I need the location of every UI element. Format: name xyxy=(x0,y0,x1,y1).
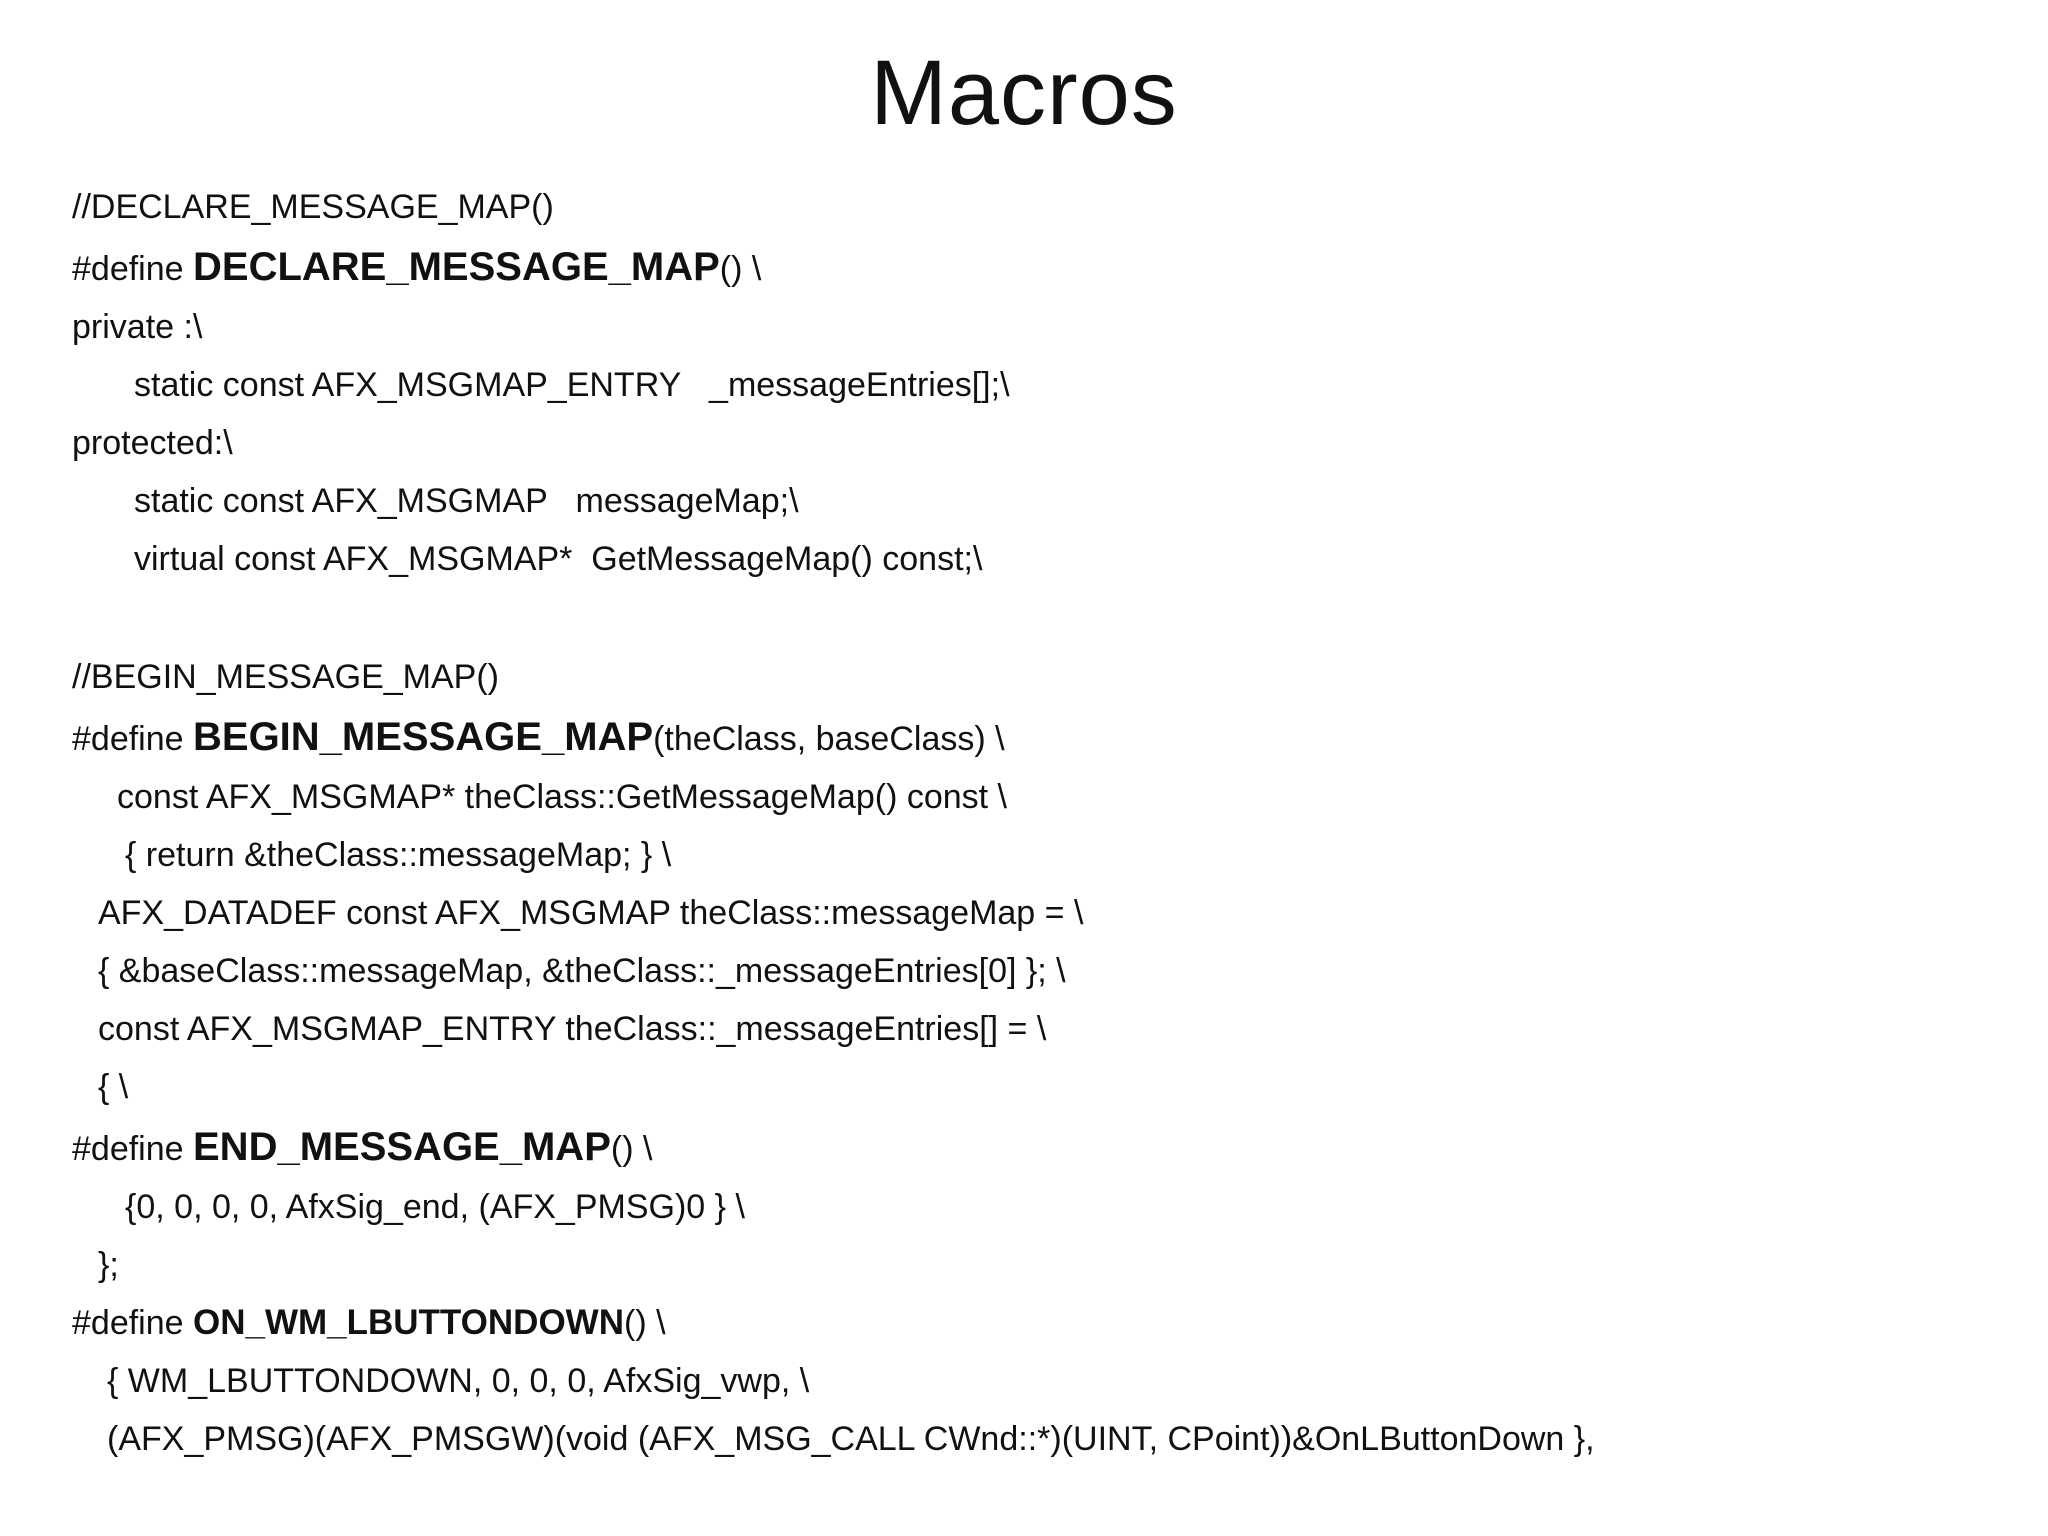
code-line: AFX_DATADEF const AFX_MSGMAP theClass::m… xyxy=(98,894,1084,932)
code-line: const AFX_MSGMAP_ENTRY theClass::_messag… xyxy=(98,1010,1047,1048)
code-line: (AFX_PMSG)(AFX_PMSGW)(void (AFX_MSG_CALL… xyxy=(107,1420,1595,1458)
code-line: { WM_LBUTTONDOWN, 0, 0, 0, AfxSig_vwp, \ xyxy=(107,1362,810,1400)
define-directive: #define xyxy=(72,1130,193,1168)
macro-name: BEGIN_MESSAGE_MAP xyxy=(193,715,654,759)
code-line: protected:\ xyxy=(72,424,233,462)
code-line: //DECLARE_MESSAGE_MAP() xyxy=(72,188,554,226)
macro-args: (theClass, baseClass) \ xyxy=(653,720,1005,758)
code-line: //BEGIN_MESSAGE_MAP() xyxy=(72,658,499,696)
code-line: private :\ xyxy=(72,308,203,346)
code-line: static const AFX_MSGMAP_ENTRY _messageEn… xyxy=(134,366,1010,404)
macro-args: () \ xyxy=(610,1130,653,1168)
code-line: #define DECLARE_MESSAGE_MAP() \ xyxy=(72,236,2012,298)
code-line: #define END_MESSAGE_MAP() \ xyxy=(72,1116,2012,1178)
blank-line xyxy=(72,588,2012,648)
code-line: const AFX_MSGMAP* theClass::GetMessageMa… xyxy=(117,778,1007,816)
define-directive: #define xyxy=(72,720,193,758)
code-line: #define BEGIN_MESSAGE_MAP(theClass, base… xyxy=(72,706,2012,768)
macro-name: DECLARE_MESSAGE_MAP xyxy=(193,245,720,289)
code-line: }; xyxy=(98,1246,119,1284)
define-directive: #define xyxy=(72,1304,193,1342)
macro-args: () \ xyxy=(624,1304,666,1342)
code-line: { return &theClass::messageMap; } \ xyxy=(125,836,672,874)
code-line: { &baseClass::messageMap, &theClass::_me… xyxy=(98,952,1066,990)
code-block: //DECLARE_MESSAGE_MAP() #define DECLARE_… xyxy=(72,178,2012,1468)
code-line: static const AFX_MSGMAP messageMap;\ xyxy=(134,482,799,520)
code-line: {0, 0, 0, 0, AfxSig_end, (AFX_PMSG)0 } \ xyxy=(125,1188,745,1226)
macro-name: END_MESSAGE_MAP xyxy=(193,1125,611,1169)
define-directive: #define xyxy=(72,250,193,288)
slide-title: Macros xyxy=(870,42,1178,144)
macro-name: ON_WM_LBUTTONDOWN xyxy=(193,1303,624,1342)
code-line: { \ xyxy=(98,1068,129,1106)
macro-args: () \ xyxy=(719,250,762,288)
code-line: virtual const AFX_MSGMAP* GetMessageMap(… xyxy=(134,540,983,578)
code-line: #define ON_WM_LBUTTONDOWN() \ xyxy=(72,1294,2012,1352)
